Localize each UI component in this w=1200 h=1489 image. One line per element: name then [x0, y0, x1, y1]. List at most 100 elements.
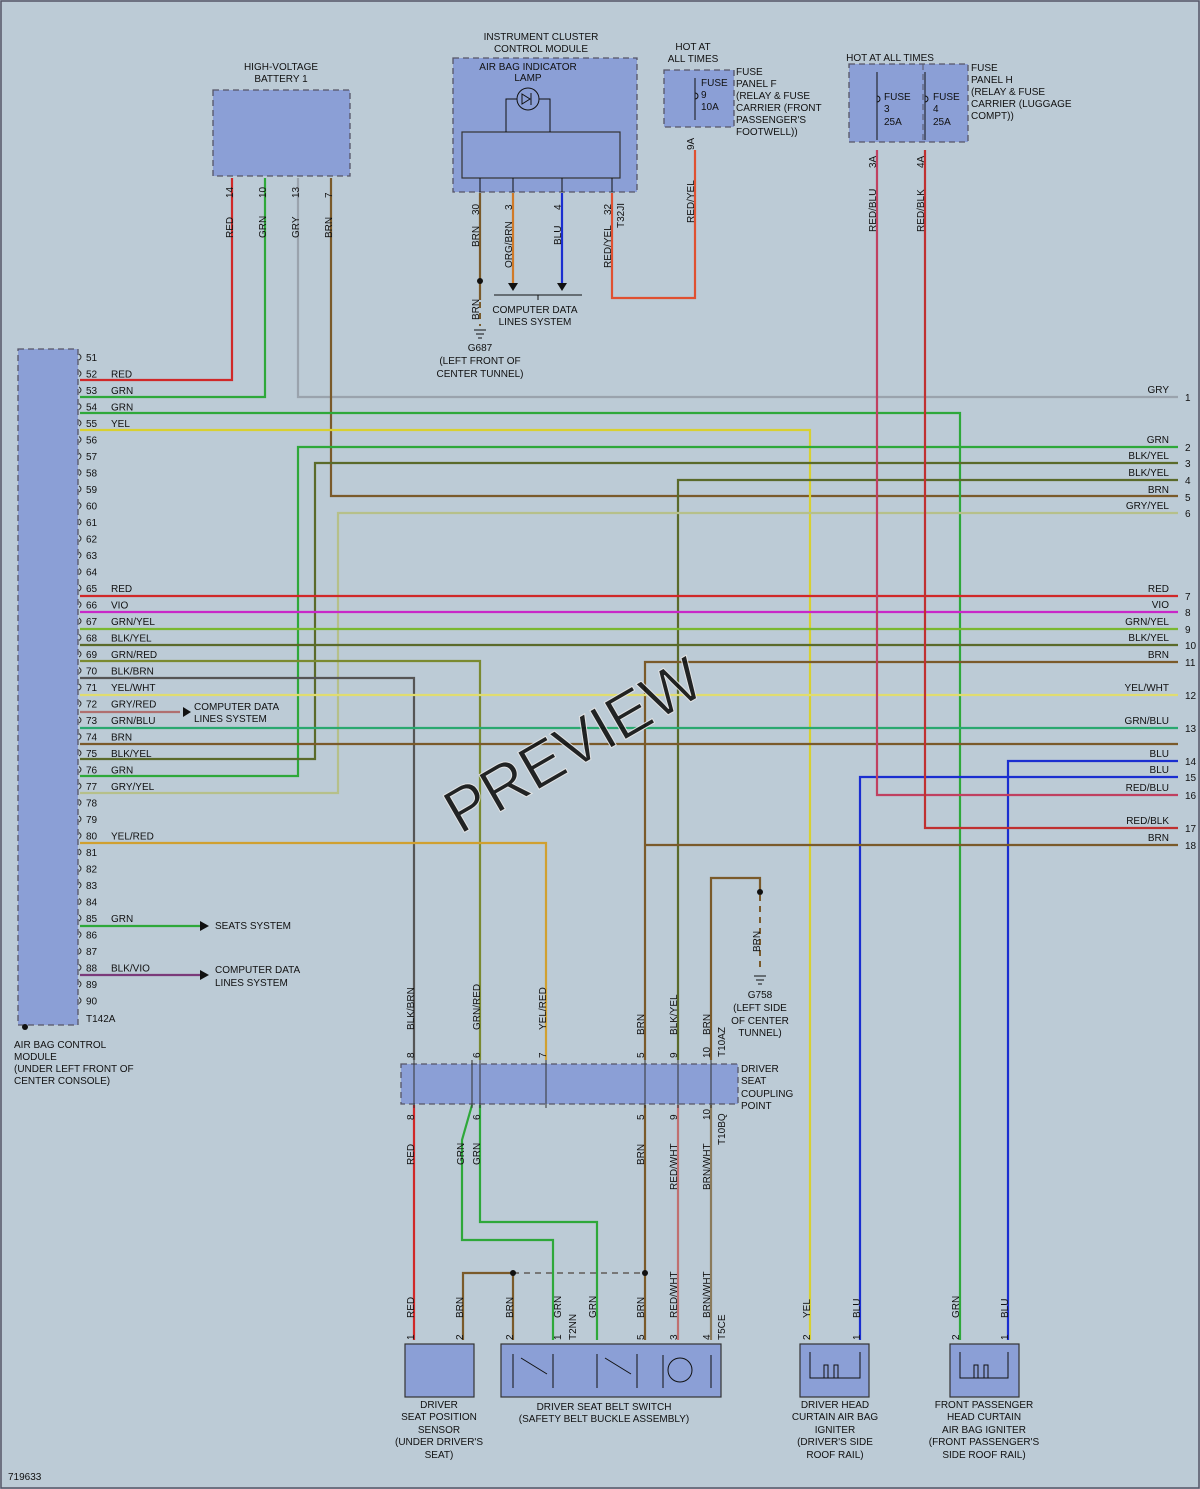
wire-label-co-blkbrn: BLK/BRN	[406, 987, 417, 1030]
acm-pin-tick	[78, 683, 82, 691]
acm-pin-tick	[78, 436, 82, 443]
wire-label-bat-p13: 13	[291, 186, 302, 198]
wire-redyel-fuse	[610, 150, 697, 300]
acm-pin-number: 58	[86, 469, 98, 480]
svg-text:COMPUTER DATA: COMPUTER DATA	[194, 702, 280, 713]
air-bag-control-module	[17, 348, 79, 1026]
wire-label-cl-brn: BRN	[471, 226, 482, 247]
fuse-h3-num: 3	[884, 104, 890, 115]
svg-text:PANEL F: PANEL F	[736, 79, 777, 90]
acm-pin-number: 84	[86, 898, 98, 909]
acm-pin-tick	[78, 716, 82, 724]
acm-pin-color: VIO	[111, 601, 128, 612]
right-wire-number: 18	[1185, 841, 1197, 852]
svg-text:POINT: POINT	[741, 1101, 772, 1112]
belt-switch-label: DRIVER SEAT BELT SWITCH (SAFETY BELT BUC…	[519, 1402, 689, 1425]
acm-pin-tick	[78, 584, 82, 592]
svg-text:SEAT POSITION: SEAT POSITION	[401, 1412, 477, 1423]
acm-pin-tick	[78, 700, 82, 707]
acm-pin-tick	[78, 617, 82, 625]
wire-label-cb-red: RED	[406, 1144, 417, 1165]
acm-pin-tick	[78, 997, 82, 1004]
wire-label-ff-redyel: RED/YEL	[686, 180, 697, 223]
acm-pin-number: 74	[86, 733, 98, 744]
acm-pin-color: GRY/YEL	[111, 782, 155, 793]
fuse-h4-word: FUSE	[933, 92, 960, 103]
wire-gry-1	[296, 178, 1178, 399]
hot-f-1: HOT AT	[675, 42, 710, 53]
wire-label-co-yelred: YEL/RED	[538, 987, 549, 1030]
acm-pin-number: 65	[86, 584, 98, 595]
acm-pin-tick	[78, 865, 82, 872]
acm-pin-tick	[78, 898, 82, 905]
acm-pin-number: 90	[86, 997, 98, 1008]
acm-pin-color: GRN/RED	[111, 650, 157, 661]
svg-text:DRIVER: DRIVER	[741, 1064, 779, 1075]
svg-text:FRONT PASSENGER: FRONT PASSENGER	[935, 1400, 1034, 1411]
cluster-inner	[461, 131, 621, 179]
acm-pin-tick	[78, 370, 82, 377]
fuse-h-box	[848, 63, 969, 143]
right-wire-number: 8	[1185, 608, 1191, 619]
svg-text:CENTER TUNNEL): CENTER TUNNEL)	[436, 369, 523, 380]
right-wire-number: 15	[1185, 773, 1197, 784]
svg-text:CENTER CONSOLE): CENTER CONSOLE)	[14, 1076, 110, 1087]
splice-dots	[477, 278, 763, 1276]
wire-yel-55	[80, 428, 812, 1340]
acm-pin-number: 89	[86, 980, 98, 991]
svg-text:IGNITER: IGNITER	[815, 1425, 856, 1436]
wire-label-bat-p7: 7	[324, 192, 335, 198]
right-wire-number: 6	[1185, 509, 1191, 520]
cds-bracket	[494, 294, 582, 300]
wire-label-bat-p14: 14	[225, 186, 236, 198]
right-wire-color: BRN	[1148, 650, 1169, 661]
arrows	[183, 283, 567, 980]
wire-label-fh-redblu: RED/BLU	[868, 189, 879, 232]
acm-pin-color: RED	[111, 584, 132, 595]
wire-brn-11	[643, 660, 1178, 1060]
wire-label-cb-brnwht: BRN/WHT	[702, 1143, 713, 1190]
acm-pin-tick	[78, 403, 82, 410]
wire-label-cb-redwht: RED/WHT	[669, 1143, 680, 1190]
wires	[80, 150, 1178, 1340]
driver-seat-belt-switch	[500, 1343, 722, 1398]
svg-text:G758: G758	[748, 990, 773, 1001]
fuse-f-num: 9	[701, 90, 707, 101]
seats-system-label: SEATS SYSTEM	[215, 921, 291, 932]
acm-pin-tick	[78, 733, 82, 740]
right-wire-color: BLU	[1150, 749, 1169, 760]
wire-redblu-16	[875, 150, 1178, 797]
wire-label-co-brn: BRN	[636, 1014, 647, 1035]
acm-pin-tick	[78, 353, 82, 361]
acm-connector: T142A	[86, 1014, 116, 1025]
wire-label-dc-yel: YEL	[802, 1299, 813, 1318]
cluster-pins	[479, 178, 613, 192]
wire-label-cl-redyel: RED/YEL	[603, 225, 614, 268]
svg-text:(UNDER DRIVER'S: (UNDER DRIVER'S	[395, 1437, 483, 1448]
wire-label-cl-p32: 32	[603, 203, 614, 215]
svg-text:OF CENTER: OF CENTER	[731, 1016, 789, 1027]
acm-pin-color: BRN	[111, 733, 132, 744]
wire-label-cb-grn1: GRN	[456, 1143, 467, 1165]
svg-text:G687: G687	[468, 343, 493, 354]
right-wire-color: GRY/YEL	[1126, 501, 1170, 512]
acm-pin-tick	[78, 832, 82, 839]
wire-label-co-brn10: BRN	[702, 1014, 713, 1035]
acm-pin-tick	[78, 518, 82, 526]
svg-text:COMPT)): COMPT))	[971, 111, 1014, 122]
right-wire-number: 4	[1185, 476, 1191, 487]
acm-pin-tick	[78, 535, 82, 542]
wire-label-bs-redwht: RED/WHT	[669, 1271, 680, 1318]
fuse-f-box	[663, 69, 735, 128]
wire-blkbrn-70	[80, 676, 416, 1060]
wire-grn-54	[80, 411, 962, 1340]
right-wire-number: 17	[1185, 824, 1197, 835]
wire-label-co-p7: 7	[538, 1052, 549, 1058]
passenger-curtain-label: FRONT PASSENGER HEAD CURTAIN AIR BAG IGN…	[929, 1400, 1040, 1461]
svg-text:HEAD CURTAIN: HEAD CURTAIN	[947, 1412, 1021, 1423]
wire-label-g758-brn: BRN	[752, 931, 763, 952]
acm-pin-tick	[78, 931, 82, 938]
wire-gryyel-6	[80, 511, 1178, 795]
right-wire-color: BRN	[1148, 833, 1169, 844]
